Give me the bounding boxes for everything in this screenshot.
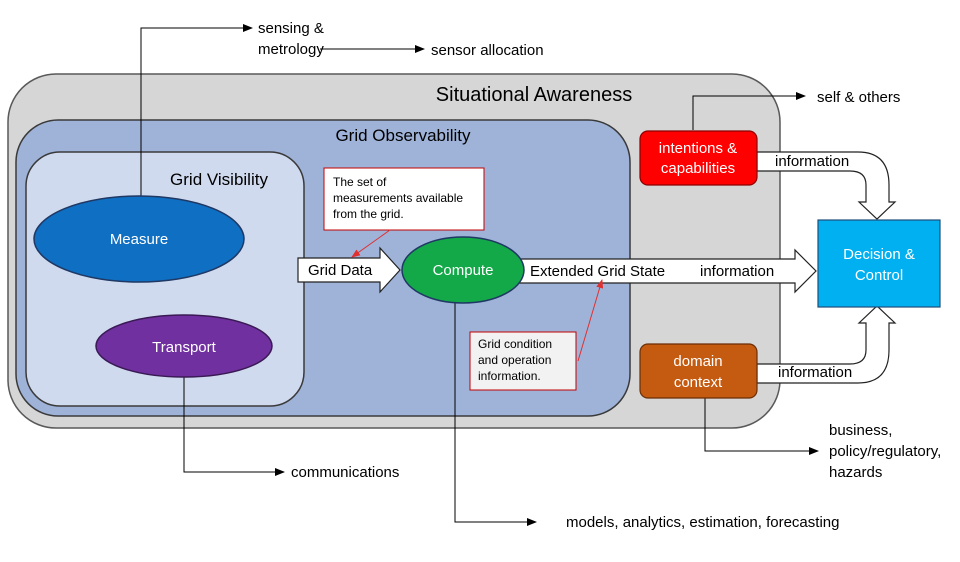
decision-node bbox=[817, 219, 941, 308]
compute-node bbox=[401, 236, 525, 304]
grid-condition-callout bbox=[469, 331, 577, 391]
decision-label-1: Decision & bbox=[843, 246, 915, 263]
grid-condition-callout-line-3: information. bbox=[478, 369, 541, 383]
measurements-callout-line-3: from the grid. bbox=[333, 207, 404, 221]
information-top-label: information bbox=[775, 153, 849, 170]
measurements-callout bbox=[323, 167, 485, 231]
self-others-label: self & others bbox=[817, 89, 900, 106]
grid-data-arrow bbox=[297, 246, 401, 294]
sensing-label-1: sensing & bbox=[258, 20, 324, 37]
decision-label-2: Control bbox=[855, 267, 903, 284]
measurements-callout-line-1: The set of bbox=[333, 175, 387, 189]
information-top-arrow bbox=[756, 151, 897, 220]
domain-node bbox=[639, 343, 758, 399]
sensing-connector bbox=[140, 24, 253, 196]
grid-condition-callout-line-2: and operation bbox=[478, 353, 551, 367]
information-bottom-arrow bbox=[756, 305, 897, 384]
self-others-connector bbox=[692, 92, 806, 130]
business-connector bbox=[704, 398, 819, 455]
domain-label-2: context bbox=[674, 374, 723, 391]
communications-connector bbox=[183, 372, 285, 476]
measurements-callout-pointer bbox=[351, 229, 391, 258]
grid-visibility-title: Grid Visibility bbox=[170, 170, 268, 189]
sensing-label-2: metrology bbox=[258, 41, 324, 58]
business-label-2: policy/regulatory, bbox=[829, 443, 941, 460]
intentions-label-2: capabilities bbox=[661, 160, 735, 177]
transport-label: Transport bbox=[152, 339, 216, 356]
grid-condition-callout-pointer bbox=[577, 279, 604, 362]
domain-label-1: domain bbox=[673, 353, 722, 370]
sensor-allocation-label: sensor allocation bbox=[431, 42, 544, 59]
grid-condition-callout-line-1: Grid condition bbox=[478, 337, 552, 351]
grid-data-label: Grid Data bbox=[308, 262, 373, 279]
models-label: models, analytics, estimation, forecasti… bbox=[566, 514, 839, 531]
measurements-callout-line-2: measurements available bbox=[333, 191, 463, 205]
business-label-1: business, bbox=[829, 422, 892, 439]
information-bottom-label: information bbox=[778, 364, 852, 381]
models-connector bbox=[454, 300, 537, 526]
intentions-node bbox=[639, 130, 758, 186]
communications-label: communications bbox=[291, 464, 399, 481]
extended-state-arrow bbox=[517, 248, 817, 294]
intentions-label-1: intentions & bbox=[659, 140, 737, 157]
business-label-3: hazards bbox=[829, 464, 882, 481]
measure-node bbox=[33, 195, 245, 283]
extended-grid-state-label: Extended Grid State bbox=[530, 263, 665, 280]
grid-observability-title: Grid Observability bbox=[335, 126, 471, 145]
situational-awareness-title: Situational Awareness bbox=[436, 84, 632, 106]
measure-label: Measure bbox=[110, 231, 168, 248]
transport-node bbox=[95, 314, 273, 378]
information-main-label: information bbox=[700, 263, 774, 280]
compute-label: Compute bbox=[433, 262, 494, 279]
